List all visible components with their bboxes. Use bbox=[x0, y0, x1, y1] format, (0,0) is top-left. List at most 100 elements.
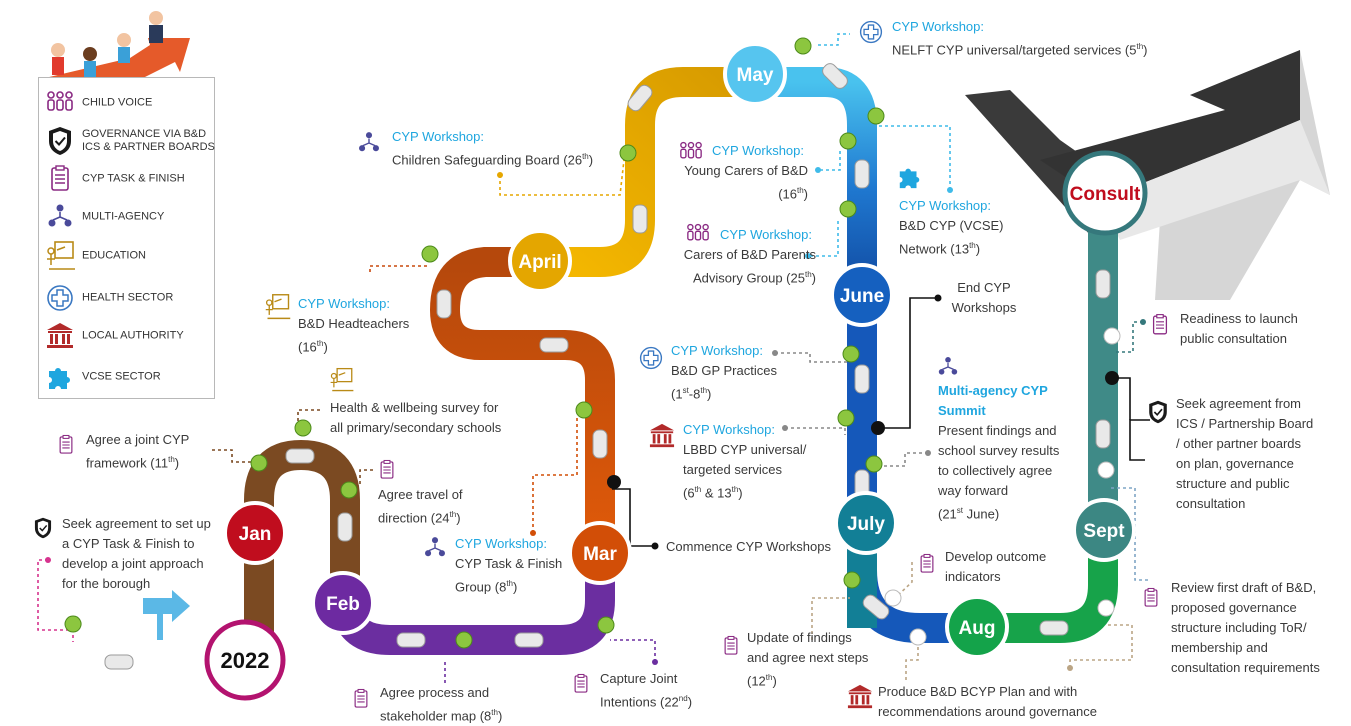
event-commence-workshops: Commence CYP Workshops bbox=[666, 539, 831, 554]
svg-text:Feb: Feb bbox=[326, 594, 360, 615]
local-authority-icon bbox=[47, 323, 73, 348]
text-line: ICS / Partnership Board bbox=[1176, 416, 1314, 431]
legend-health: HEALTH SECTOR bbox=[39, 281, 216, 315]
clipboard-icon bbox=[59, 434, 73, 454]
text-line: way forward bbox=[938, 483, 1009, 498]
superscript: th bbox=[168, 455, 175, 464]
legend-vcse: VCSE SECTOR bbox=[39, 360, 216, 394]
shield-check-icon bbox=[34, 517, 52, 539]
text-line: school survey results bbox=[938, 443, 1060, 458]
health-cross-icon bbox=[859, 20, 883, 44]
shield-check-icon bbox=[1149, 400, 1167, 424]
puzzle-icon bbox=[49, 368, 70, 389]
text-line: consultation requirements bbox=[1171, 660, 1320, 675]
event-update-findings: Update of findings and agree next steps … bbox=[747, 628, 868, 691]
workshop-heading: Summit bbox=[938, 403, 986, 418]
text-line: indicators bbox=[945, 569, 1001, 584]
month-may: May bbox=[723, 42, 787, 106]
legend-label: MULTI-AGENCY bbox=[82, 210, 165, 223]
event-process-map: Agree process and stakeholder map (8th) bbox=[380, 683, 502, 726]
text-part: (12 bbox=[747, 673, 766, 689]
local-authority-icon bbox=[847, 684, 873, 709]
event-seek-ics: Seek agreement from ICS / Partnership Bo… bbox=[1176, 394, 1313, 514]
text-part: direction (24 bbox=[378, 510, 450, 526]
month-aug: Aug bbox=[945, 595, 1009, 659]
text-line: Develop outcome bbox=[945, 549, 1047, 564]
svg-text:Mar: Mar bbox=[583, 544, 617, 565]
legend-label: EDUCATION bbox=[82, 249, 146, 262]
month-sept: Sept bbox=[1072, 498, 1136, 562]
svg-text:Aug: Aug bbox=[959, 618, 996, 639]
legend-label: HEALTH SECTOR bbox=[82, 291, 174, 304]
clipboard-icon bbox=[354, 688, 368, 708]
text-line: Seek agreement to set up bbox=[62, 516, 211, 531]
event-carers-parents: CYP Workshop: Carers of B&D Parents Advi… bbox=[676, 225, 816, 288]
text-line: B&D CYP (VCSE) bbox=[899, 218, 1004, 233]
legend-label: LOCAL AUTHORITY bbox=[82, 329, 184, 342]
legend-child-voice: CHILD VOICE bbox=[39, 86, 216, 120]
shield-check-icon bbox=[49, 127, 71, 155]
text-part: (6 bbox=[683, 485, 695, 501]
text-line: recommendations around governance bbox=[878, 704, 1097, 719]
workshop-heading: Multi-agency CYP bbox=[938, 383, 1048, 398]
superscript: th bbox=[700, 386, 708, 395]
text-line: on plan, governance bbox=[1176, 456, 1294, 471]
leader-lines bbox=[37, 33, 1150, 683]
child-voice-icon bbox=[680, 141, 702, 159]
workshop-heading: CYP Workshop: bbox=[899, 198, 992, 213]
clipboard-icon bbox=[724, 635, 738, 655]
superscript: th bbox=[316, 339, 324, 348]
text-line: framework (11th) bbox=[86, 455, 180, 471]
text-line: / other partner boards bbox=[1176, 436, 1302, 451]
text-line: Workshops bbox=[951, 300, 1017, 315]
event-summit: Multi-agency CYP Summit Present findings… bbox=[938, 381, 1059, 524]
text-part: & 13 bbox=[701, 485, 732, 501]
legend-label: VCSE SECTOR bbox=[82, 370, 161, 383]
end-dots bbox=[651, 294, 942, 550]
legend-task-finish: CYP TASK & FINISH bbox=[39, 162, 216, 196]
year-2022-badge: 2022 bbox=[204, 619, 286, 701]
workshop-heading: CYP Workshop: bbox=[712, 143, 805, 158]
text-part: (1 bbox=[671, 386, 683, 402]
text-line: (16th) bbox=[778, 186, 808, 202]
month-mar: Mar bbox=[568, 521, 632, 585]
text-line: Capture Joint bbox=[600, 671, 678, 686]
legend-education: EDUCATION bbox=[39, 236, 216, 276]
text-line: Produce B&D BCYP Plan and with bbox=[878, 684, 1078, 699]
text-line: direction (24th) bbox=[378, 510, 461, 526]
text-line: a CYP Task & Finish to bbox=[62, 536, 195, 551]
superscript: th bbox=[491, 708, 498, 717]
puzzle-icon bbox=[899, 168, 920, 189]
child-voice-icon bbox=[47, 91, 73, 111]
svg-text:June: June bbox=[840, 286, 884, 307]
svg-text:Sept: Sept bbox=[1083, 521, 1125, 542]
text-line: membership and bbox=[1171, 640, 1268, 655]
legend-label: CHILD VOICE bbox=[82, 96, 153, 109]
text-line: and agree next steps bbox=[747, 650, 869, 665]
clipboard-icon bbox=[574, 673, 588, 693]
education-icon bbox=[47, 241, 75, 270]
superscript: th bbox=[731, 485, 739, 494]
event-safeguarding: CYP Workshop: Children Safeguarding Boar… bbox=[392, 127, 593, 170]
text-line: targeted services bbox=[683, 462, 782, 477]
superscript: th bbox=[506, 579, 513, 588]
health-cross-icon bbox=[47, 285, 73, 311]
text-line: End CYP bbox=[957, 280, 1011, 295]
svg-text:Consult: Consult bbox=[1070, 184, 1141, 205]
month-july: July bbox=[834, 491, 898, 555]
workshop-heading: CYP Workshop: bbox=[720, 227, 813, 242]
multi-agency-icon bbox=[938, 357, 958, 375]
svg-text:2022: 2022 bbox=[221, 648, 270, 673]
workshop-heading: CYP Workshop: bbox=[671, 343, 764, 358]
event-lbbd: CYP Workshop: LBBD CYP universal/ target… bbox=[683, 420, 806, 503]
event-joint-intentions: Capture Joint Intentions (22nd) bbox=[600, 669, 692, 712]
text-line: (21st June) bbox=[938, 501, 1059, 524]
clipboard-icon bbox=[1144, 587, 1158, 607]
text-line: (12th) bbox=[747, 673, 777, 689]
start-arrow-sign bbox=[143, 590, 190, 640]
legend-local-authority: LOCAL AUTHORITY bbox=[39, 319, 216, 353]
text-line: (16th) bbox=[298, 339, 328, 355]
text-part: (16 bbox=[298, 339, 317, 355]
text-line: B&D Headteachers bbox=[298, 316, 410, 331]
